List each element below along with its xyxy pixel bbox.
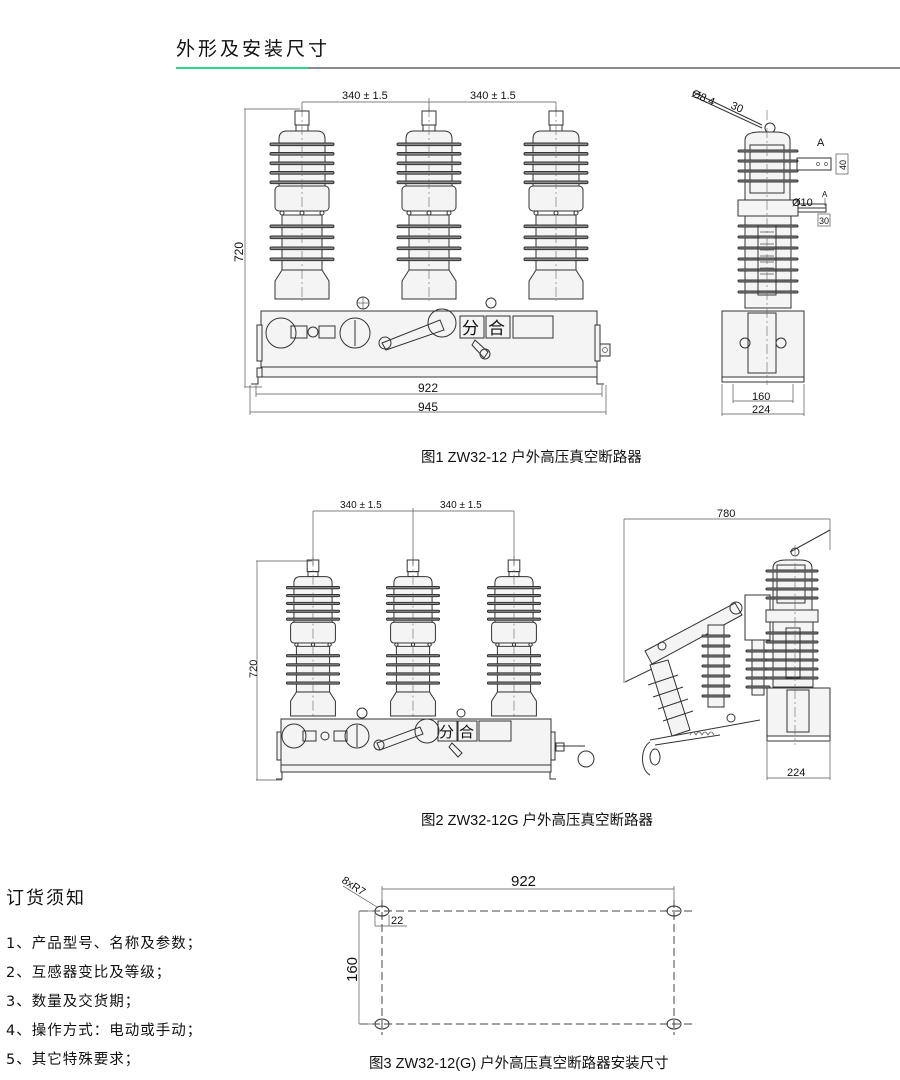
fig1-base-outer-label: 224: [752, 404, 770, 416]
insulator-base: [274, 269, 330, 300]
pole-insulator: [385, 556, 441, 718]
ordering-item: 1、产品型号、名称及参数；: [6, 936, 203, 952]
fig1-close-label: 合: [488, 319, 505, 338]
ordering-list: 1、产品型号、名称及参数； 2、互感器变比及等级； 3、数量及交货期； 4、操作…: [6, 930, 202, 1075]
fig2-close-label: 合: [459, 724, 474, 741]
fig1-width-inner-label: 922: [418, 381, 438, 395]
insulator-shed: [765, 596, 819, 600]
fig2-height-dimension: 720: [248, 560, 312, 781]
fig1-height-label: 720: [232, 242, 246, 262]
insulator-shed: [657, 698, 689, 710]
insulator-shed: [765, 658, 819, 662]
pole-insulator: [269, 107, 335, 301]
fig2-base-dimension: 224: [766, 742, 831, 780]
fig1-side-drawing: Ø8.4 30 Ø10 A 30 A 40: [690, 88, 849, 385]
fig1-rod-len-label: 30: [729, 100, 745, 116]
fig1-pitch-right-label: 340 ± 1.5: [470, 90, 516, 102]
insulator-shed: [765, 569, 819, 573]
insulator-shed: [737, 290, 799, 294]
insulator-shed: [701, 634, 731, 638]
figure2-caption: 图2 ZW32-12G 户外高压真空断路器: [421, 813, 654, 829]
fig1-width-dimensions: 922 945: [249, 381, 607, 415]
insulator-shed: [737, 268, 799, 272]
fig1-width-outer-label: 945: [418, 400, 438, 414]
insulator-shed: [765, 578, 819, 582]
ordering-item: 3、数量及交货期；: [6, 994, 141, 1010]
insulator-shed: [737, 169, 799, 173]
fig3-length-label: 922: [511, 873, 536, 890]
insulator-shed: [765, 640, 819, 644]
section-title: 外形及安装尺寸: [176, 38, 331, 60]
fig1-pitch-left-label: 340 ± 1.5: [342, 90, 388, 102]
insulator-shed: [647, 674, 679, 686]
insulator-shed: [701, 654, 731, 658]
pole-insulator: [285, 556, 341, 718]
fig2-mechanism-box: 分 合: [276, 707, 595, 780]
insulator-shed: [737, 149, 799, 153]
title-rule: [176, 67, 900, 69]
ordering-title: 订货须知: [6, 888, 86, 909]
fig1-arrow-label: A: [822, 190, 828, 199]
fig1-height-dimension: 720: [232, 108, 300, 388]
insulator-shed: [765, 649, 819, 653]
fig1-terminal-dia-label: Ø10: [792, 197, 813, 209]
insulator-shed: [701, 684, 731, 688]
insulator-shed: [737, 246, 799, 250]
insulator-shed: [701, 644, 731, 648]
insulator-base: [528, 269, 584, 300]
fig2-pitch-left-label: 340 ± 1.5: [340, 500, 382, 511]
insulator-shed: [662, 710, 694, 722]
ordering-item: 5、其它特殊要求；: [6, 1052, 141, 1068]
fig1-mechanism-box: 分 合: [251, 296, 611, 385]
fig1-base-inner-label: 160: [752, 391, 770, 403]
insulator-shed: [765, 587, 819, 591]
insulator-shed: [701, 674, 731, 678]
fig3-outline: [360, 900, 692, 1035]
fig3-width-label: 160: [344, 957, 361, 982]
insulator-shed: [737, 257, 799, 261]
insulator-shed: [701, 694, 731, 698]
insulator-base: [401, 269, 457, 300]
figure1-caption: 图1 ZW32-12 户外高压真空断路器: [421, 450, 642, 466]
ordering-item: 2、互感器变比及等级；: [6, 965, 172, 981]
fig1-open-label: 分: [462, 319, 479, 338]
fig1-terminal-dim-label: 30: [819, 216, 829, 226]
insulator-shed: [737, 179, 799, 183]
title-rule-accent: [176, 67, 308, 69]
figure3-caption: 图3 ZW32-12(G) 户外高压真空断路器安装尺寸: [369, 1056, 669, 1072]
ordering-item: 4、操作方式：电动或手动；: [6, 1023, 203, 1039]
insulator-shed: [652, 686, 684, 698]
fig1-detail-label: A: [817, 137, 825, 149]
insulator-shed: [765, 631, 819, 635]
insulator-shed: [701, 664, 731, 668]
fig3-dimensions: 922 160 22 8xR7: [339, 873, 675, 1025]
insulator-shed: [737, 159, 799, 163]
fig3-hole-spec-label: 8xR7: [339, 874, 367, 898]
fig1-detail-dim-label: 40: [838, 160, 848, 170]
pole-insulator: [396, 107, 462, 301]
fig2-pitch-right-label: 340 ± 1.5: [440, 500, 482, 511]
insulator-shed: [765, 667, 819, 671]
pole-insulator: [523, 107, 589, 301]
fig2-pitch-dimension: 340 ± 1.5 340 ± 1.5: [312, 500, 515, 565]
fig2-overall-dimension: 780: [623, 508, 831, 683]
fig1-side-base-dimensions: 160 224: [721, 384, 805, 416]
insulator-shed: [737, 279, 799, 283]
fig2-overall-width-label: 780: [717, 508, 735, 520]
fig3-mounting-holes: [374, 905, 682, 1030]
insulator-shed: [745, 685, 771, 689]
fig2-height-label: 720: [248, 660, 260, 678]
pole-insulator: [486, 556, 542, 718]
fig2-open-label: 分: [439, 724, 454, 741]
fig2-base-width-label: 224: [787, 767, 805, 779]
fig2-side-drawing: [624, 529, 831, 776]
fig3-offset-label: 22: [391, 915, 403, 927]
